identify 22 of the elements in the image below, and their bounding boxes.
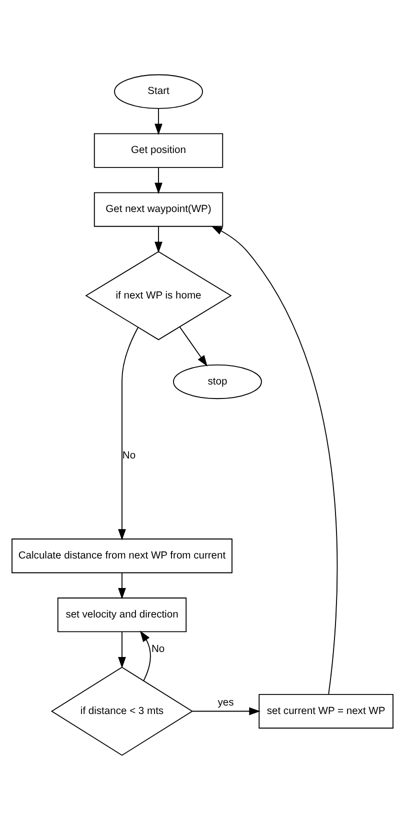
node-box: set current WP = next WP — [258, 693, 394, 728]
node-diamond: if next WP is home — [85, 250, 232, 340]
node-ellipse: Start — [114, 74, 203, 108]
edge-label: No — [151, 644, 165, 655]
node-ellipse: stop — [173, 364, 262, 399]
node-box: Get position — [94, 132, 224, 168]
arrow — [179, 326, 208, 366]
arrow — [118, 630, 126, 668]
node-box: Get next waypoint(WP) — [94, 192, 224, 226]
arrow — [118, 326, 138, 540]
arrow — [140, 630, 151, 681]
arrow — [154, 166, 162, 194]
node-box: set velocity and direction — [57, 597, 187, 632]
arrow — [154, 226, 162, 252]
arrow — [192, 706, 260, 715]
edge-label: yes — [218, 696, 234, 708]
arrow — [211, 225, 338, 694]
arrow — [154, 108, 162, 134]
node-diamond: if distance < 3 mts — [50, 666, 194, 756]
node-box: Calculate distance from next WP from current — [12, 538, 232, 573]
edge-label: No — [122, 450, 136, 461]
arrow — [118, 572, 126, 599]
